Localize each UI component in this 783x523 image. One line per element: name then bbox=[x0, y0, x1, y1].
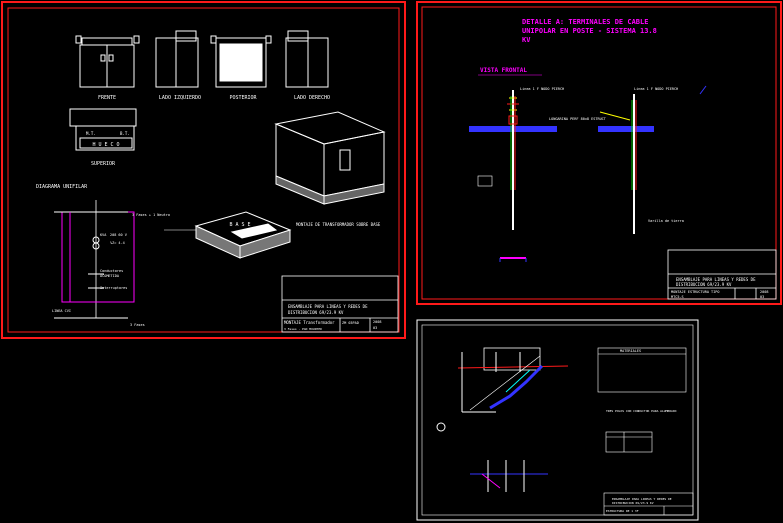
sheet3-outer-frame bbox=[416, 319, 699, 521]
secondary-table bbox=[605, 431, 653, 453]
label-rear: POSTERIOR bbox=[229, 95, 257, 101]
structure-drawing bbox=[457, 347, 569, 413]
single-line-diagram bbox=[54, 200, 135, 319]
top-view-bt-label: B.T. bbox=[120, 131, 130, 136]
sheet1-tb-code: ZM 03PAD bbox=[342, 321, 359, 325]
label-right-side: LADO DERECHO bbox=[294, 95, 330, 101]
sheet-structure[interactable]: MATERIALES TRES POLOS CON CONDUCTOR PARA… bbox=[416, 319, 699, 521]
sheet1-tb-line2: DISTRIBUCION 69/23.9 KV bbox=[288, 310, 344, 315]
sheet-transformer-pad-mounted[interactable]: FRENTE LADO IZQUIERDO POSTERIOR LADO DER… bbox=[1, 1, 406, 339]
sheet1-tb-rev2: 03 bbox=[373, 326, 377, 330]
section-marker bbox=[436, 422, 446, 432]
sheet1-tb-sheet: MONTAJE Transformador bbox=[284, 320, 335, 325]
diagram-conductors-2: ACOMETIDA bbox=[100, 274, 120, 278]
diagram-line: LINEA CVI bbox=[52, 309, 71, 313]
pole-1 bbox=[469, 90, 557, 262]
sheet1-outer-frame bbox=[1, 1, 406, 339]
sheet3-tb-line1: ENSAMBLAJE PARA LINEAS Y REDES DE bbox=[612, 497, 672, 501]
sheet1-tb-rev: 2008 bbox=[373, 320, 381, 324]
top-view bbox=[69, 108, 137, 151]
sheet2-inner-frame bbox=[421, 6, 777, 300]
pole1-callout bbox=[477, 175, 493, 187]
label-front: FRENTE bbox=[98, 95, 116, 101]
ground-label: Varilla de tierra bbox=[648, 219, 684, 223]
sheet3-tb-sheet: ESTRUCTURA DE 1 3F bbox=[606, 509, 639, 513]
isometric-transformer bbox=[274, 111, 386, 205]
diagram-title: DIAGRAMA UNIFILAR bbox=[36, 184, 88, 190]
sheet1-tb-sub: 3 Fases - PAD MOUNTED bbox=[284, 327, 322, 331]
sheet1-inner-frame bbox=[7, 7, 400, 333]
pole1-label: Linea 1 F NODO PIERCH bbox=[520, 87, 564, 91]
sheet2-tb-sheet: MONTAJE ESTRUCTURA TIPO bbox=[671, 290, 719, 294]
pole2-label: Linea 1 F NODO PIERCH bbox=[634, 87, 678, 91]
sheet1-title-block bbox=[281, 275, 399, 333]
sheet2-title-block bbox=[667, 249, 777, 300]
sheet2-title-line1: DETALLE A: TERMINALES DE CABLE bbox=[522, 18, 648, 26]
sheet3-inner-frame bbox=[421, 324, 694, 516]
sheet2-view-title: VISTA FRONTAL bbox=[480, 67, 527, 74]
material-table bbox=[597, 347, 687, 393]
top-view-mt-label: M.T. bbox=[86, 131, 96, 136]
right-side-view bbox=[285, 30, 329, 88]
sheet2-tb-line1: ENSAMBLAJE PARA LINEAS Y REDES DE bbox=[676, 277, 756, 282]
diagram-bus-bottom: 3 Fases bbox=[130, 323, 145, 327]
diagram-voltage: 208 60 V bbox=[110, 233, 128, 237]
sheet2-outer-frame bbox=[416, 1, 782, 305]
sheet2-title-line3: KV bbox=[522, 36, 531, 44]
diagram-breakers: Interruptores bbox=[100, 286, 127, 290]
left-side-view bbox=[155, 30, 199, 88]
sheet2-tb-rev: 2008 bbox=[760, 290, 768, 294]
pole2-leader bbox=[699, 85, 707, 95]
sheet2-tb-code: MTC5-S bbox=[671, 295, 684, 299]
front-view bbox=[75, 35, 140, 88]
sheet2-tb-line2: DISTRIBUCION 69/23.9 KV bbox=[676, 282, 732, 287]
label-left-side: LADO IZQUIERDO bbox=[159, 95, 201, 101]
sheet2-title-line2: UNIPOLAR EN POSTE - SISTEMA 13.8 bbox=[522, 27, 657, 35]
sheet-cable-terminals[interactable]: DETALLE A: TERMINALES DE CABLE UNIPOLAR … bbox=[416, 1, 782, 305]
rear-view bbox=[210, 35, 272, 88]
material-table-title: MATERIALES bbox=[620, 349, 641, 353]
diagram-bus-top: 3 Fases + 1 Neutro bbox=[132, 213, 170, 217]
sheet3-note: TRES POLOS CON CONDUCTOR PARA ALUMBRADO bbox=[606, 409, 677, 413]
sheet2-tb-rev2: 03 bbox=[760, 295, 764, 299]
lower-detail bbox=[470, 460, 548, 492]
label-top: SUPERIOR bbox=[91, 161, 116, 167]
diagram-impedance: %Z= 4.4 bbox=[110, 241, 125, 245]
base-label: B A S E bbox=[229, 222, 250, 228]
base-slab bbox=[194, 211, 292, 259]
crossarm-label: LONGARINA PERF 80x8 ESTRUCT bbox=[549, 117, 607, 121]
sheet3-title-block bbox=[603, 492, 694, 516]
montage-label: MONTAJE DE TRANSFORMADOR SOBRE BASE bbox=[296, 222, 381, 227]
diagram-kva: KVA bbox=[100, 233, 107, 237]
sheet1-tb-line1: ENSAMBLAJE PARA LINEAS Y REDES DE bbox=[288, 304, 368, 309]
sheet3-tb-line2: DISTRIBUCION 69/23.9 KV bbox=[612, 501, 654, 505]
diagram-conductors: Conductores bbox=[100, 269, 123, 273]
top-view-hole-label: H U E C O bbox=[92, 142, 119, 148]
pole-2 bbox=[598, 94, 654, 234]
